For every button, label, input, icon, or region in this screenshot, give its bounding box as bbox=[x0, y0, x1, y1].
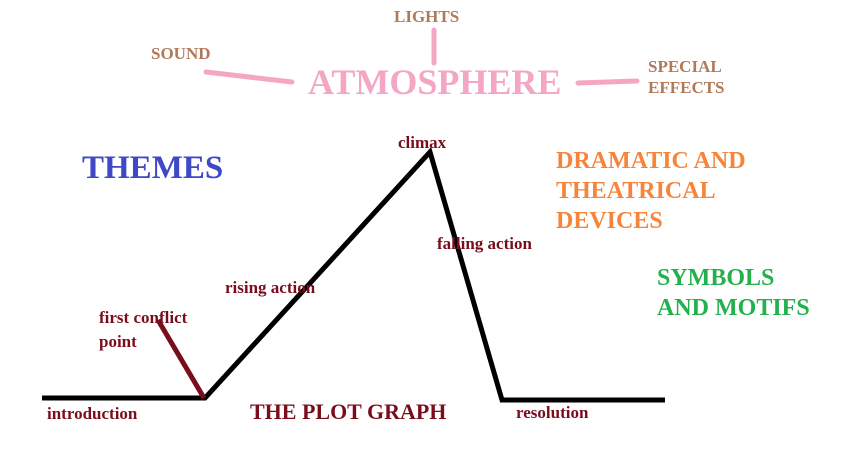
dramatic-devices-label: DRAMATIC AND THEATRICAL DEVICES bbox=[556, 146, 746, 236]
first-conflict-line2: point bbox=[99, 332, 137, 351]
atmosphere-title: ATMOSPHERE bbox=[308, 62, 562, 102]
plot-line bbox=[42, 147, 665, 403]
falling-action-label: falling action bbox=[437, 234, 532, 253]
special-effects-line2: EFFECTS bbox=[648, 78, 725, 97]
dramatic-line1: DRAMATIC AND bbox=[556, 148, 746, 174]
dramatic-line2: THEATRICAL bbox=[556, 178, 716, 204]
special-effects-line1: SPECIAL bbox=[648, 57, 722, 76]
first-conflict-label: first conflict point bbox=[99, 306, 187, 354]
symbols-line2: AND MOTIFS bbox=[657, 295, 810, 321]
resolution-label: resolution bbox=[516, 403, 589, 422]
symbols-motifs-label: SYMBOLS AND MOTIFS bbox=[657, 263, 810, 323]
sound-label: SOUND bbox=[151, 44, 211, 63]
themes-label: THEMES bbox=[82, 150, 224, 186]
first-conflict-line bbox=[155, 318, 207, 400]
symbols-line1: SYMBOLS bbox=[657, 265, 775, 291]
sound-connector bbox=[203, 69, 295, 85]
rising-action-label: rising action bbox=[225, 278, 316, 297]
lights-label: LIGHTS bbox=[394, 7, 460, 26]
introduction-label: introduction bbox=[47, 404, 138, 423]
plot-graph-title: THE PLOT GRAPH bbox=[250, 399, 447, 424]
climax-label: climax bbox=[398, 133, 447, 152]
first-conflict-line1: first conflict bbox=[99, 308, 188, 327]
special-effects-label: SPECIAL EFFECTS bbox=[648, 58, 725, 96]
effects-connector bbox=[575, 78, 640, 86]
dramatic-line3: DEVICES bbox=[556, 208, 663, 234]
